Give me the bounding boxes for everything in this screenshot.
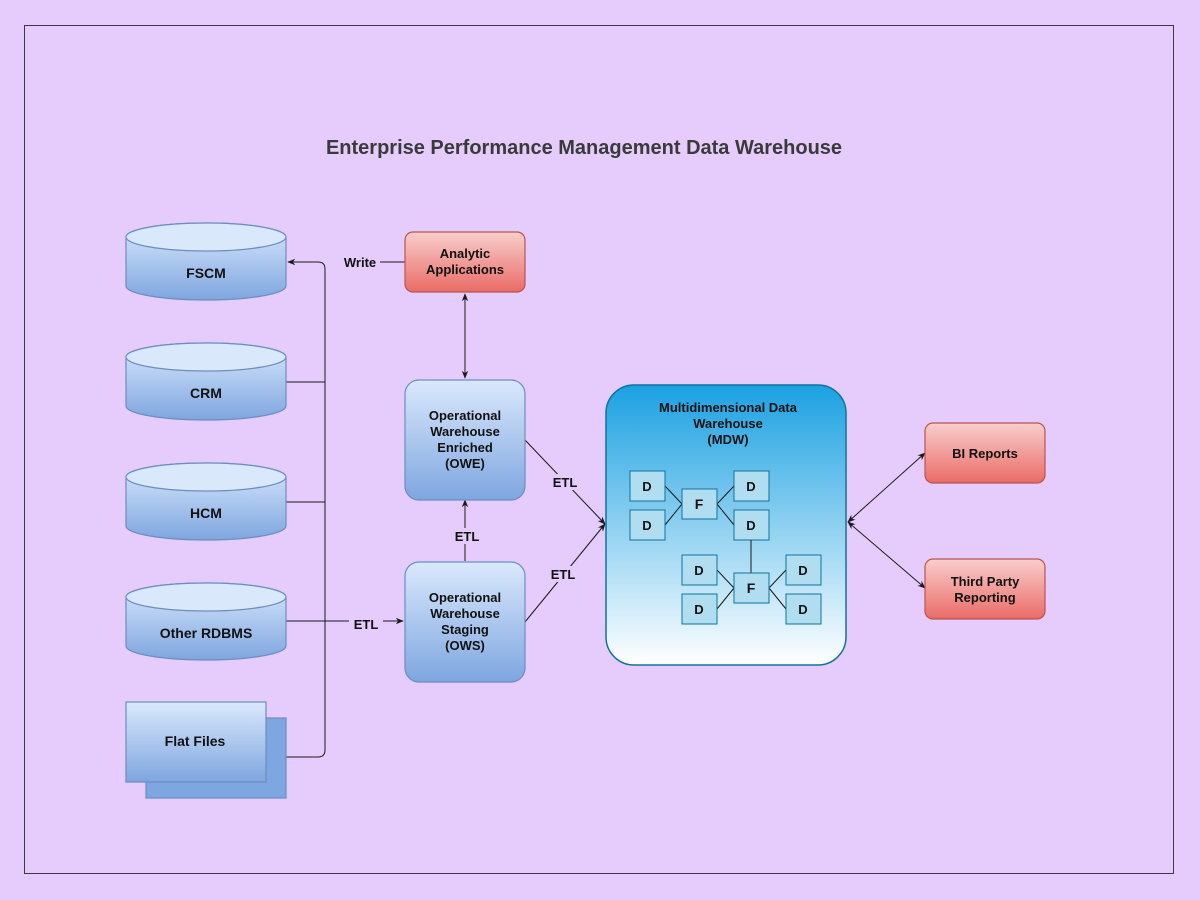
db-other-rdbms[interactable]: Other RDBMS bbox=[125, 582, 287, 661]
etl-label-bg-1 bbox=[349, 615, 383, 631]
third-party-reporting-shape bbox=[924, 558, 1046, 620]
db-fscm-label: FSCM bbox=[186, 265, 226, 281]
dimension-cube bbox=[681, 593, 718, 625]
mdw-bi-line bbox=[847, 452, 926, 523]
dimension-label: D bbox=[694, 602, 703, 617]
etl-label-bg-2 bbox=[450, 528, 484, 544]
etl-label-ows-owe: ETL bbox=[455, 529, 480, 544]
etl-label-owe-mdw: ETL bbox=[553, 475, 578, 490]
analytic-applications-line-1: Analytic bbox=[440, 246, 491, 261]
analytic-applications-shape bbox=[404, 231, 526, 293]
connectors: Write ETL ETL ETL ETL bbox=[286, 254, 926, 758]
write-label: Write bbox=[344, 255, 376, 270]
fact-cube bbox=[733, 572, 770, 604]
star-schema-2: D D F D D bbox=[681, 554, 822, 625]
dimension-cube bbox=[733, 509, 770, 541]
ows-line-3: Staging bbox=[441, 622, 489, 637]
flat-files[interactable]: Flat Files bbox=[125, 701, 287, 799]
ows-box[interactable]: Operational Warehouse Staging (OWS) bbox=[404, 561, 526, 683]
ows-shape bbox=[404, 561, 526, 683]
star-schema-1: D D F D D bbox=[629, 470, 770, 541]
owe-line-2: Warehouse bbox=[430, 424, 500, 439]
dimension-cube bbox=[785, 593, 822, 625]
bi-reports-label: BI Reports bbox=[952, 446, 1018, 461]
db-fscm[interactable]: FSCM bbox=[125, 222, 287, 301]
dimension-cube bbox=[681, 554, 718, 586]
db-crm[interactable]: CRM bbox=[125, 342, 287, 421]
dimension-label: D bbox=[642, 479, 651, 494]
db-other-rdbms-top bbox=[125, 582, 287, 612]
etl-label-rdbms: ETL bbox=[354, 617, 379, 632]
mdw-title-line-1: Multidimensional Data bbox=[659, 400, 798, 415]
fact-label: F bbox=[695, 496, 704, 512]
owe-line-3: Enriched bbox=[437, 440, 493, 455]
etl-label-bg-3 bbox=[548, 474, 582, 490]
etl-label-bg-4 bbox=[546, 566, 580, 582]
dimension-label: D bbox=[642, 518, 651, 533]
mdw-title-line-2: Warehouse bbox=[693, 416, 763, 431]
ows-line-2: Warehouse bbox=[430, 606, 500, 621]
db-hcm-top bbox=[125, 462, 287, 492]
db-hcm[interactable]: HCM bbox=[125, 462, 287, 541]
mdw-thirdparty-line bbox=[847, 521, 926, 589]
owe-line-1: Operational bbox=[429, 408, 501, 423]
fact-cube bbox=[681, 488, 718, 520]
mdw-box[interactable]: Multidimensional Data Warehouse (MDW) D … bbox=[605, 384, 847, 666]
write-label-bg bbox=[341, 254, 379, 270]
bi-reports-shape bbox=[924, 422, 1046, 484]
diagram-title: Enterprise Performance Management Data W… bbox=[326, 137, 842, 159]
db-crm-label: CRM bbox=[190, 385, 222, 401]
db-crm-top bbox=[125, 342, 287, 372]
third-party-reporting-box[interactable]: Third Party Reporting bbox=[924, 558, 1046, 620]
third-party-reporting-line-1: Third Party bbox=[951, 574, 1020, 589]
third-party-reporting-line-2: Reporting bbox=[954, 590, 1015, 605]
etl-label-ows-mdw: ETL bbox=[551, 567, 576, 582]
ows-line-4: (OWS) bbox=[445, 638, 485, 653]
flat-files-label: Flat Files bbox=[165, 733, 226, 749]
flat-files-front-sheet bbox=[125, 701, 267, 783]
db-hcm-label: HCM bbox=[190, 505, 222, 521]
dimension-cube bbox=[733, 470, 770, 502]
dimension-cube bbox=[785, 554, 822, 586]
owe-box[interactable]: Operational Warehouse Enriched (OWE) bbox=[404, 379, 526, 501]
ows-line-1: Operational bbox=[429, 590, 501, 605]
dimension-cube bbox=[629, 470, 666, 502]
write-to-fscm-line bbox=[286, 258, 326, 758]
db-other-rdbms-label: Other RDBMS bbox=[160, 625, 253, 641]
dimension-label: D bbox=[746, 518, 755, 533]
fact-label: F bbox=[747, 580, 756, 596]
dimension-label: D bbox=[798, 602, 807, 617]
owe-line-4: (OWE) bbox=[445, 456, 485, 471]
dimension-label: D bbox=[746, 479, 755, 494]
analytic-applications-box[interactable]: Analytic Applications bbox=[404, 231, 526, 293]
dimension-label: D bbox=[798, 563, 807, 578]
owe-shape bbox=[404, 379, 526, 501]
bi-reports-box[interactable]: BI Reports bbox=[924, 422, 1046, 484]
dimension-label: D bbox=[694, 563, 703, 578]
analytic-applications-line-2: Applications bbox=[426, 262, 504, 277]
star-schema-1-links bbox=[664, 485, 735, 526]
mdw-title-line-3: (MDW) bbox=[707, 432, 748, 447]
db-fscm-top bbox=[125, 222, 287, 252]
diagram-frame bbox=[24, 25, 1174, 874]
dimension-cube bbox=[629, 509, 666, 541]
star-schema-2-links bbox=[716, 569, 787, 610]
